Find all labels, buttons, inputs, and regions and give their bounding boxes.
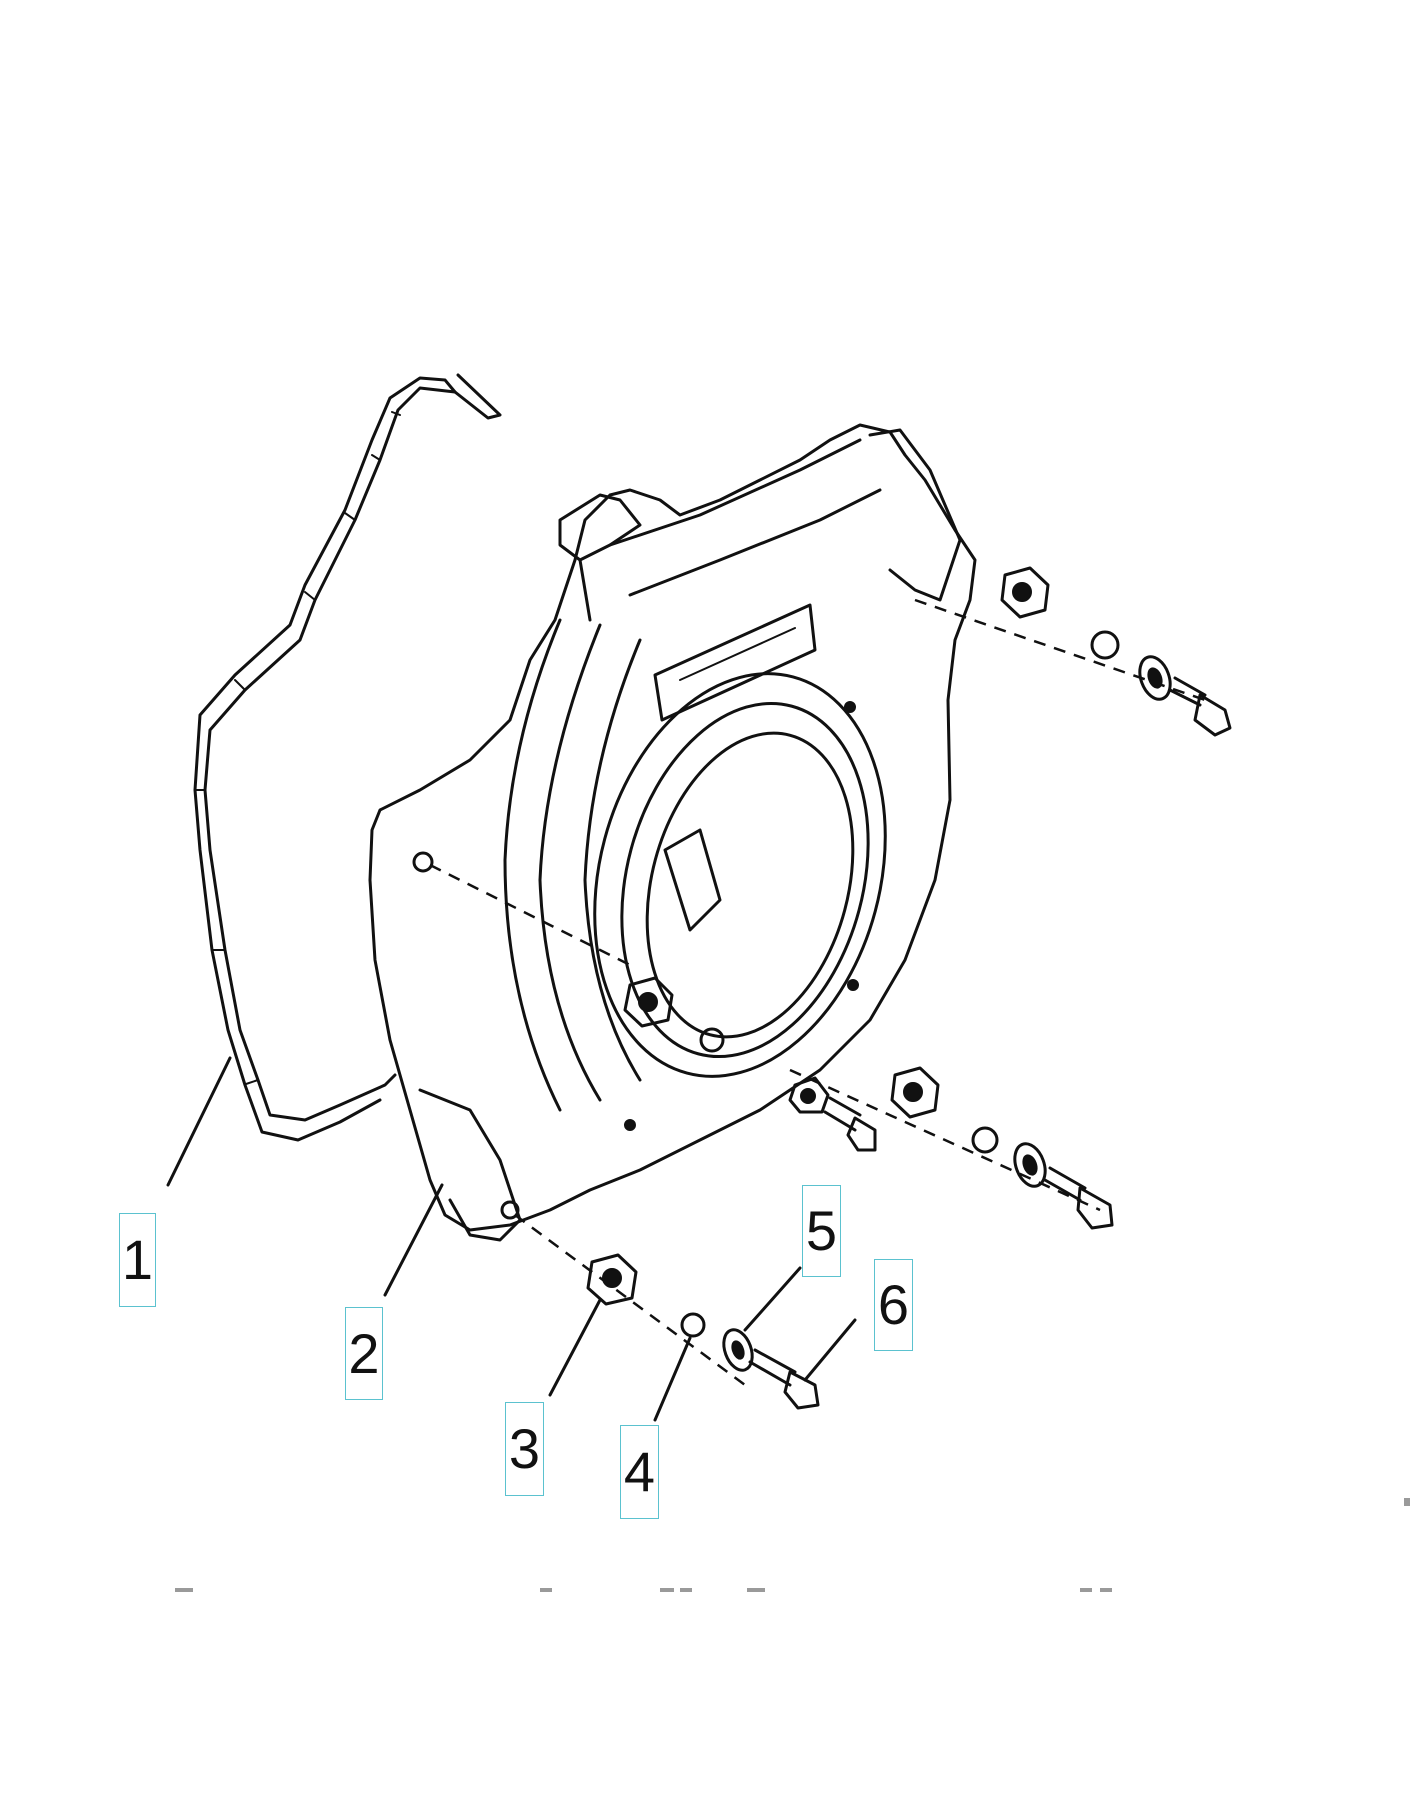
- callout-1[interactable]: 1: [119, 1213, 156, 1307]
- fastener-set-bottom: [586, 1253, 820, 1410]
- callout-3[interactable]: 3: [505, 1402, 544, 1496]
- callout-leader-lines: [548, 1266, 857, 1422]
- seal-strip-part: [166, 373, 502, 1187]
- cropped-marks: [175, 1498, 1410, 1592]
- callout-4[interactable]: 4: [620, 1425, 659, 1519]
- fastener-set-center: [623, 976, 877, 1152]
- fan-shroud-part: [368, 423, 977, 1297]
- callout-5[interactable]: 5: [802, 1185, 841, 1277]
- callout-6[interactable]: 6: [874, 1259, 913, 1351]
- callout-2[interactable]: 2: [345, 1307, 383, 1400]
- fastener-set-upper-right: [1000, 566, 1232, 737]
- fastener-set-lower-right: [890, 1066, 1114, 1230]
